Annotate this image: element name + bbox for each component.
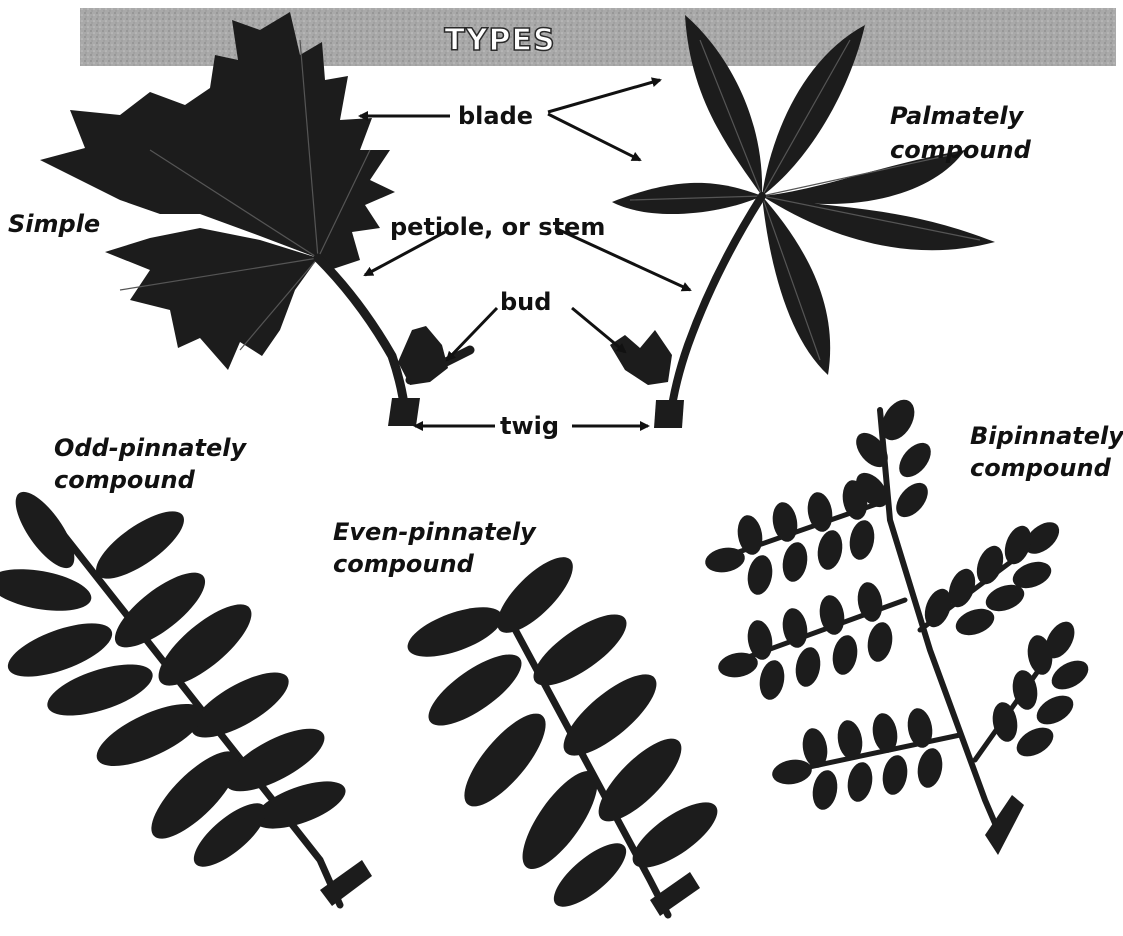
label-odd-pinnate-line2: compound — [54, 466, 196, 494]
palmate-leaf-illustration — [610, 15, 995, 428]
label-petiole: petiole, or stem — [390, 213, 605, 241]
arrow-blade-right-upper — [548, 80, 660, 112]
label-even-pinnate-line1: Even-pinnately — [333, 518, 537, 546]
arrow-bud-right — [572, 308, 625, 352]
label-simple: Simple — [8, 210, 100, 238]
label-palmate-line2: compound — [890, 136, 1032, 164]
label-bipinnate-line2: compound — [970, 454, 1112, 482]
label-odd-pinnate-line1: Odd-pinnately — [54, 434, 247, 462]
label-bud: bud — [500, 288, 551, 316]
label-bipinnate-line1: Bipinnately — [970, 422, 1123, 450]
banner-title: TYPES — [444, 23, 555, 58]
even-pinnate-leaf-illustration — [402, 546, 727, 917]
odd-pinnate-leaf-illustration — [0, 483, 372, 906]
arrow-blade-right-lower — [548, 114, 640, 160]
part-labels: blade petiole, or stem bud twig — [390, 102, 605, 440]
label-twig: twig — [500, 412, 559, 440]
label-even-pinnate-line2: compound — [333, 550, 475, 578]
label-palmate-line1: Palmately — [890, 102, 1025, 130]
label-blade: blade — [458, 102, 533, 130]
